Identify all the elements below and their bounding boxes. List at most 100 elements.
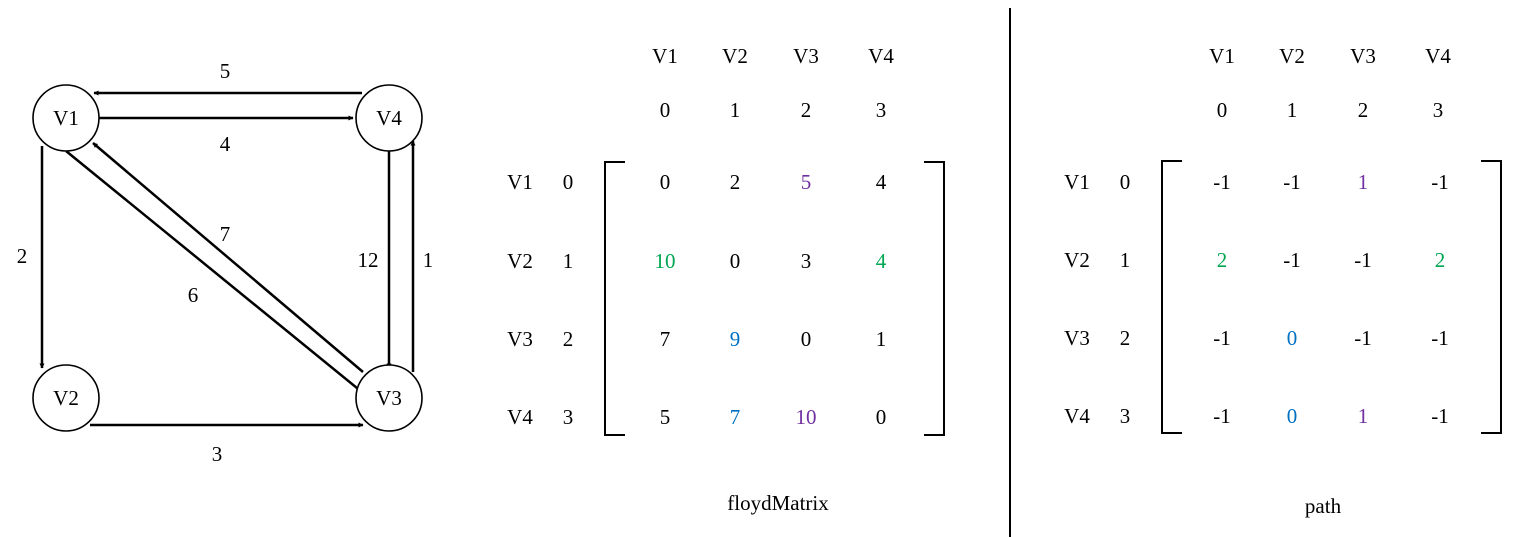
path-cell: -1: [1213, 404, 1231, 428]
path-cell: -1: [1283, 248, 1301, 272]
edge-weight-v2-v3: 3: [212, 442, 223, 466]
path-cell: 1: [1358, 404, 1369, 428]
floyd-col-labels: V1 V2 V3 V4: [652, 44, 894, 68]
floyd-cell: 4: [876, 170, 887, 194]
path-row-index: 0: [1120, 170, 1131, 194]
path-col-index: 3: [1433, 98, 1444, 122]
path-row-label: V4: [1064, 404, 1090, 428]
floyd-row-index: 3: [563, 405, 574, 429]
edge-weight-v4-v1: 5: [220, 59, 231, 83]
path-col-label: V4: [1425, 44, 1451, 68]
path-cell: 1: [1358, 170, 1369, 194]
path-cell: -1: [1431, 404, 1449, 428]
path-row-label: V3: [1064, 326, 1090, 350]
path-right-bracket: [1481, 160, 1502, 434]
path-left-bracket: [1161, 160, 1182, 434]
path-col-index: 2: [1358, 98, 1369, 122]
graph: 5 4 2 7 6 12 1 3 V1 V2 V3 V4: [17, 59, 434, 466]
floyd-row-labels: V1 V2 V3 V4: [507, 170, 533, 429]
path-col-indices: 0 1 2 3: [1217, 98, 1444, 122]
path-cell: -1: [1431, 170, 1449, 194]
floyd-cell: 9: [730, 327, 741, 351]
path-cells: -1 -1 1 -1 2 -1 -1 2 -1 0 -1 -1 -1 0 1 -1: [1213, 170, 1449, 428]
node-label-v2: V2: [53, 386, 79, 410]
floyd-row-label: V2: [507, 249, 533, 273]
path-row-index: 3: [1120, 404, 1131, 428]
node-label-v1: V1: [53, 106, 79, 130]
node-label-v4: V4: [376, 106, 402, 130]
path-col-label: V1: [1209, 44, 1235, 68]
floyd-col-label: V3: [793, 44, 819, 68]
floyd-row-indices: 0 1 2 3: [563, 170, 574, 429]
floyd-cell: 0: [660, 170, 671, 194]
node-v3: V3: [355, 364, 423, 432]
edge-v1-v3: [65, 150, 369, 398]
path-col-index: 0: [1217, 98, 1228, 122]
floyd-col-label: V2: [722, 44, 748, 68]
node-v1: V1: [32, 84, 100, 152]
floyd-col-index: 2: [801, 98, 812, 122]
edge-weight-v3-v1: 7: [220, 222, 231, 246]
path-cell: 0: [1287, 404, 1298, 428]
node-v4: V4: [355, 84, 423, 152]
path-col-labels: V1 V2 V3 V4: [1209, 44, 1451, 68]
floyd-cell: 3: [801, 249, 812, 273]
floyd-row-label: V3: [507, 327, 533, 351]
floyd-col-indices: 0 1 2 3: [660, 98, 887, 122]
edge-weight-v1-v4: 4: [220, 132, 231, 156]
floyd-cell: 1: [876, 327, 887, 351]
edge-v3-v1: [92, 142, 364, 373]
path-row-index: 2: [1120, 326, 1131, 350]
floyd-row-label: V1: [507, 170, 533, 194]
path-cell: -1: [1283, 170, 1301, 194]
path-row-index: 1: [1120, 248, 1131, 272]
floyd-col-label: V4: [868, 44, 894, 68]
floyd-cell: 0: [801, 327, 812, 351]
path-row-indices: 0 1 2 3: [1120, 170, 1131, 428]
floyd-cell: 5: [660, 405, 671, 429]
floyd-col-index: 3: [876, 98, 887, 122]
node-v2: V2: [32, 364, 100, 432]
floyd-cell: 5: [801, 170, 812, 194]
path-cell: -1: [1354, 326, 1372, 350]
node-label-v3: V3: [376, 386, 402, 410]
path-cell: -1: [1354, 248, 1372, 272]
path-col-label: V2: [1279, 44, 1305, 68]
floyd-col-index: 1: [730, 98, 741, 122]
path-matrix: V1 V2 V3 V4 0 1 2 3 V1 V2 V3 V4 0 1 2 3 …: [1064, 44, 1502, 518]
path-col-label: V3: [1350, 44, 1376, 68]
path-col-index: 1: [1287, 98, 1298, 122]
floyd-cell: 10: [655, 249, 676, 273]
floyd-row-index: 0: [563, 170, 574, 194]
floyd-right-bracket: [924, 161, 945, 436]
path-cell: 2: [1217, 248, 1228, 272]
edge-weight-v1-v2: 2: [17, 244, 28, 268]
floyd-cell: 0: [730, 249, 741, 273]
floyd-row-index: 2: [563, 327, 574, 351]
path-cell: 2: [1435, 248, 1446, 272]
path-row-labels: V1 V2 V3 V4: [1064, 170, 1090, 428]
path-cell: -1: [1213, 170, 1231, 194]
floyd-cell: 7: [730, 405, 741, 429]
floyd-cell: 7: [660, 327, 671, 351]
edge-weight-v3-v4: 1: [423, 248, 434, 272]
path-row-label: V1: [1064, 170, 1090, 194]
floyd-row-label: V4: [507, 405, 533, 429]
floyd-cell: 2: [730, 170, 741, 194]
floyd-cell: 4: [876, 249, 887, 273]
floyd-matrix: V1 V2 V3 V4 0 1 2 3 V1 V2 V3 V4 0 1 2 3 …: [507, 44, 945, 515]
path-cell: -1: [1213, 326, 1231, 350]
floyd-left-bracket: [604, 161, 625, 436]
edge-weight-v1-v3: 6: [188, 283, 199, 307]
floyd-caption: floydMatrix: [727, 491, 829, 515]
floyd-col-index: 0: [660, 98, 671, 122]
path-cell: -1: [1431, 326, 1449, 350]
path-cell: 0: [1287, 326, 1298, 350]
path-caption: path: [1305, 494, 1342, 518]
floyd-row-index: 1: [563, 249, 574, 273]
edge-weight-v4-v3: 12: [358, 248, 379, 272]
floyd-col-label: V1: [652, 44, 678, 68]
floyd-cell: 10: [796, 405, 817, 429]
